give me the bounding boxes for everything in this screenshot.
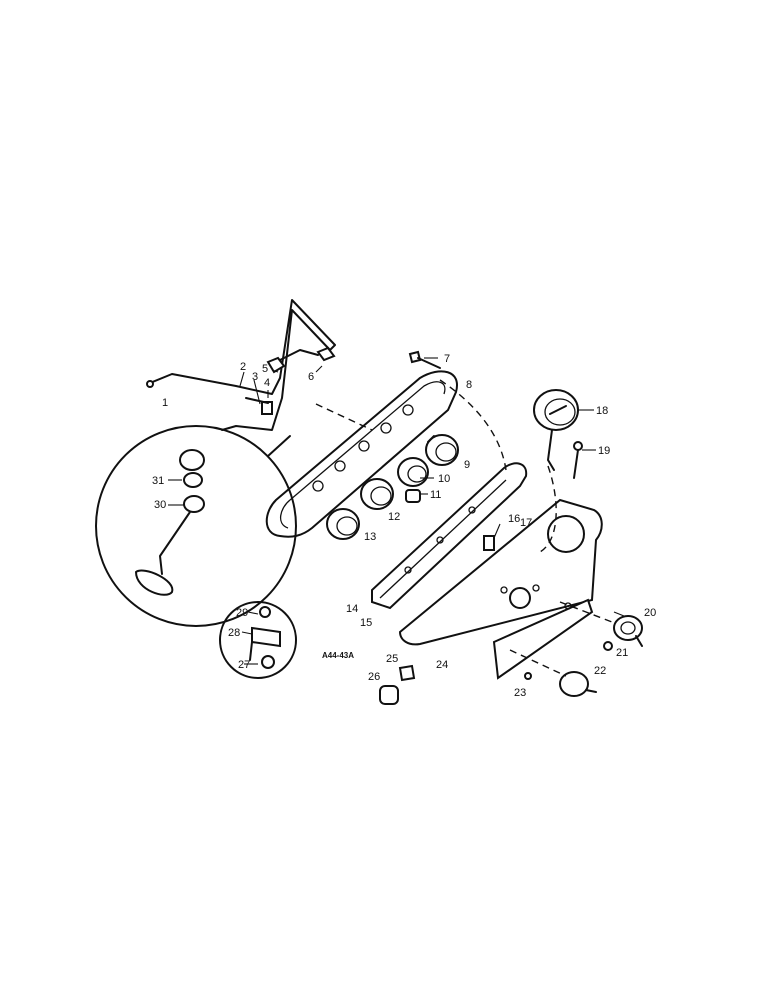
bulb-holder-11	[405, 489, 421, 503]
throttle-rod-linkage	[146, 299, 336, 431]
callout-6: 6	[308, 371, 314, 383]
callout-27: 27	[238, 659, 250, 671]
callout-13: 13	[364, 531, 376, 543]
callout-20: 20	[644, 607, 656, 619]
callout-11: 11	[430, 489, 441, 501]
socket-26	[379, 685, 399, 705]
gauge-12	[360, 478, 394, 510]
callout-19: 19	[598, 445, 610, 457]
callout-9: 9	[464, 459, 470, 471]
callout-26: 26	[368, 671, 380, 683]
callout-24: 24	[436, 659, 448, 671]
callout-2: 2	[240, 361, 246, 373]
gauge-10	[397, 457, 429, 487]
tachometer-18	[533, 389, 579, 471]
callout-3: 3	[252, 371, 258, 383]
base-plate	[398, 465, 603, 680]
callout-30: 30	[154, 499, 166, 511]
drawing-code: A44-43A	[322, 651, 354, 660]
callout-31: 31	[152, 475, 164, 487]
callout-5: 5	[262, 363, 268, 375]
callout-28: 28	[228, 627, 240, 639]
nut-21	[603, 641, 613, 651]
callout-15: 15	[360, 617, 372, 629]
instrument-cluster-housing	[265, 370, 458, 538]
nut-23	[524, 672, 532, 680]
callout-1: 1	[162, 397, 168, 409]
callout-22: 22	[594, 665, 606, 677]
switch-alignment	[559, 601, 613, 623]
callout-4: 4	[264, 377, 270, 389]
bolt-7	[408, 350, 441, 369]
callout-7: 7	[444, 353, 450, 365]
cable-19	[573, 441, 583, 479]
callout-25: 25	[386, 653, 398, 665]
callout-8: 8	[466, 379, 472, 391]
dash-panel	[371, 462, 528, 610]
callout-18: 18	[596, 405, 608, 417]
cable-path	[439, 379, 507, 471]
switch-20	[613, 615, 643, 647]
pedal-inset	[95, 425, 297, 627]
callout-12: 12	[388, 511, 400, 523]
switch-22	[559, 671, 597, 697]
leader-lines	[168, 357, 625, 665]
callout-labels: 1 2 3 4 5 6 7 8 9 10 11 12 13 14 15 16 1…	[152, 353, 656, 699]
bulb-25	[398, 664, 416, 682]
gauge-9	[425, 434, 459, 466]
callout-17: 17	[520, 517, 532, 529]
callout-21: 21	[616, 647, 628, 659]
callout-23: 23	[514, 687, 526, 699]
callout-10: 10	[438, 473, 450, 485]
gauge-13	[326, 508, 360, 540]
switch-22-alignment	[509, 649, 567, 677]
bracket-inset	[219, 601, 297, 679]
fitting-16	[483, 535, 495, 551]
callout-29: 29	[236, 607, 248, 619]
callout-16: 16	[508, 513, 520, 525]
callout-14: 14	[346, 603, 358, 615]
